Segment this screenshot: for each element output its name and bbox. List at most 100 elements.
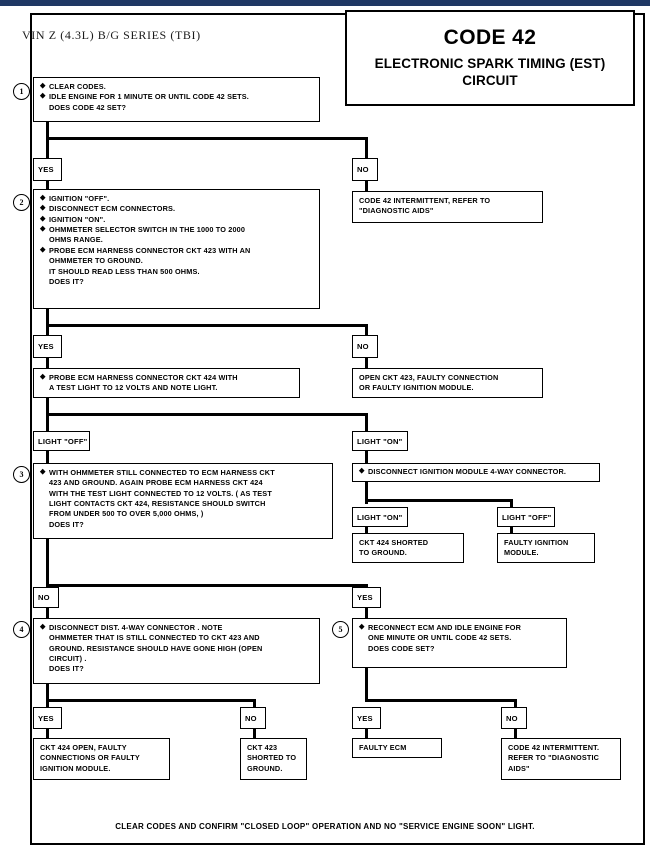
step-3-right-box: ◆ DISCONNECT IGNITION MODULE 4-WAY CONNE…	[352, 463, 600, 482]
bullet-dot-icon: ◆	[359, 623, 365, 631]
connector-step2-branch	[46, 324, 368, 327]
bullet-dot-icon: ◆	[40, 225, 46, 233]
bullet-dot-icon: ◆	[40, 82, 46, 90]
step-5-box: ◆ RECONNECT ECM AND IDLE ENGINE FOR ONE …	[352, 618, 567, 668]
result-open-ckt423: OPEN CKT 423, FAULTY CONNECTION OR FAULT…	[352, 368, 543, 398]
result-faulty-ecm: FAULTY ECM	[352, 738, 442, 758]
circuit-subtitle-line1: ELECTRONIC SPARK TIMING (EST)	[374, 56, 606, 72]
connector-step1-no-down	[365, 137, 368, 158]
connector-step5-no-down	[514, 699, 517, 710]
page-title: CODE 42	[443, 26, 537, 50]
connector-probe-down	[46, 398, 49, 416]
connector-no2-down	[365, 358, 368, 368]
bullet-dot-icon: ◆	[40, 92, 46, 100]
connector-no4-to-result	[253, 729, 256, 738]
connector-lightoff-to-step3	[46, 451, 49, 463]
tag-no-step2: NO	[352, 335, 378, 358]
circuit-subtitle-line2: CIRCUIT	[462, 73, 518, 88]
step-number-3: 3	[13, 466, 30, 483]
step-2-bullet-4: ◆ OHMMETER SELECTOR SWITCH IN THE 1000 T…	[40, 225, 246, 235]
tag-yes-step3: YES	[352, 587, 381, 608]
step-5-question: DOES CODE SET?	[368, 643, 435, 653]
tag-yes-step1: YES	[33, 158, 62, 181]
result-ckt424-shorted: CKT 424 SHORTED TO GROUND.	[352, 533, 464, 563]
page-frame	[30, 13, 645, 845]
step-2-bullet-2: ◆ DISCONNECT ECM CONNECTORS.	[40, 204, 176, 214]
result-ckt424-open: CKT 424 OPEN, FAULTY CONNECTIONS OR FAUL…	[33, 738, 170, 780]
tag-yes-step4: YES	[33, 707, 62, 729]
bullet-dot-icon: ◆	[40, 373, 46, 381]
step-4-question: DOES IT?	[49, 664, 84, 674]
footer-note: CLEAR CODES AND CONFIRM "CLOSED LOOP" OP…	[115, 822, 535, 831]
bullet-dot-icon: ◆	[40, 204, 46, 212]
step-2b-bullet-1: ◆ PROBE ECM HARNESS CONNECTOR CKT 424 WI…	[40, 373, 238, 382]
bullet-dot-icon: ◆	[359, 467, 365, 475]
connector-step1-yes-down	[46, 137, 49, 158]
step-1-bullet-2: ◆ IDLE ENGINE FOR 1 MINUTE OR UNTIL CODE…	[40, 92, 249, 102]
step-number-1: 1	[13, 83, 30, 100]
step-4-bullet-1: ◆ DISCONNECT DIST. 4-WAY CONNECTOR . NOT…	[40, 623, 223, 632]
step-1-box: ◆ CLEAR CODES. ◆ IDLE ENGINE FOR 1 MINUT…	[33, 77, 320, 122]
step-2-question: DOES IT?	[49, 276, 84, 286]
bullet-dot-icon: ◆	[40, 468, 46, 476]
bullet-dot-icon: ◆	[40, 194, 46, 202]
step-1-bullet-1: ◆ CLEAR CODES.	[40, 82, 106, 91]
bullet-dot-icon: ◆	[40, 215, 46, 223]
connector-probe-branch	[46, 413, 368, 416]
step-2-box: ◆ IGNITION "OFF". ◆ DISCONNECT ECM CONNE…	[33, 189, 320, 309]
connector-step1-down	[46, 122, 49, 140]
connector-step4-no-down	[253, 699, 256, 710]
tag-no-step1: NO	[352, 158, 378, 181]
title-box: CODE 42 ELECTRONIC SPARK TIMING (EST) CI…	[345, 10, 635, 106]
connector-yes5-to-result	[365, 729, 368, 738]
step-4-box: ◆ DISCONNECT DIST. 4-WAY CONNECTOR . NOT…	[33, 618, 320, 684]
tag-light-on: LIGHT "ON"	[352, 431, 408, 451]
tag-no-step3: NO	[33, 587, 59, 608]
connector-step2-no-down	[365, 324, 368, 345]
tag-no-step5: NO	[501, 707, 527, 729]
connector-yes4-to-result	[46, 729, 49, 738]
connector-lightoff-down	[46, 413, 49, 434]
result-code42-intermittent-top: CODE 42 INTERMITTENT, REFER TO "DIAGNOST…	[352, 191, 543, 223]
step-3-box: ◆ WITH OHMMETER STILL CONNECTED TO ECM H…	[33, 463, 333, 539]
result-code42-intermittent-bottom: CODE 42 INTERMITTENT. REFER TO "DIAGNOST…	[501, 738, 621, 780]
connector-yes3-to-step5	[365, 608, 368, 618]
step-2-bullet-3: ◆ IGNITION "ON".	[40, 214, 106, 224]
connector-step5-down	[365, 668, 368, 699]
scan-top-strip	[0, 0, 650, 6]
step-1-question: DOES CODE 42 SET?	[49, 102, 127, 112]
step-2-bullet-5: ◆ PROBE ECM HARNESS CONNECTOR CKT 423 WI…	[40, 245, 251, 255]
connector-step3r-right-down	[510, 499, 513, 511]
connector-yes2-down	[46, 358, 49, 368]
step-number-4: 4	[13, 621, 30, 638]
vin-series-label: VIN Z (4.3L) B/G SERIES (TBI)	[22, 28, 201, 42]
step-3-right-bullet: ◆ DISCONNECT IGNITION MODULE 4-WAY CONNE…	[359, 467, 567, 476]
connector-lighton-to-step3r	[365, 451, 368, 463]
connector-yes1-to-step2	[46, 181, 49, 191]
connector-no1-to-result	[365, 181, 368, 191]
tag-light-on-sub: LIGHT "ON"	[352, 507, 408, 527]
connector-step4-down	[46, 684, 49, 702]
connector-no5-to-result	[514, 729, 517, 738]
connector-step5-branch	[365, 699, 517, 702]
step-number-5: 5	[332, 621, 349, 638]
connector-no3-to-step4	[46, 608, 49, 618]
bullet-dot-icon: ◆	[40, 246, 46, 254]
bullet-dot-icon: ◆	[40, 623, 46, 631]
result-faulty-ignition-module: FAULTY IGNITION MODULE.	[497, 533, 595, 563]
connector-step4-branch	[46, 699, 256, 702]
step-3-bullet-1: ◆ WITH OHMMETER STILL CONNECTED TO ECM H…	[40, 468, 275, 477]
step-number-2: 2	[13, 194, 30, 211]
tag-light-off: LIGHT "OFF"	[33, 431, 90, 451]
connector-lightoff-sub-down	[510, 527, 513, 533]
tag-no-step4: NO	[240, 707, 266, 729]
connector-lighton-down	[365, 413, 368, 434]
connector-lighton-sub-down	[365, 527, 368, 533]
tag-light-off-sub: LIGHT "OFF"	[497, 507, 555, 527]
connector-step3r-down	[365, 482, 368, 504]
connector-step2-yes-down	[46, 324, 49, 345]
step-2-bullet-1: ◆ IGNITION "OFF".	[40, 194, 110, 203]
connector-step3-branch	[46, 584, 368, 587]
connector-step1-branch	[46, 137, 368, 140]
page-sheet: VIN Z (4.3L) B/G SERIES (TBI) CODE 42 EL…	[0, 6, 650, 855]
